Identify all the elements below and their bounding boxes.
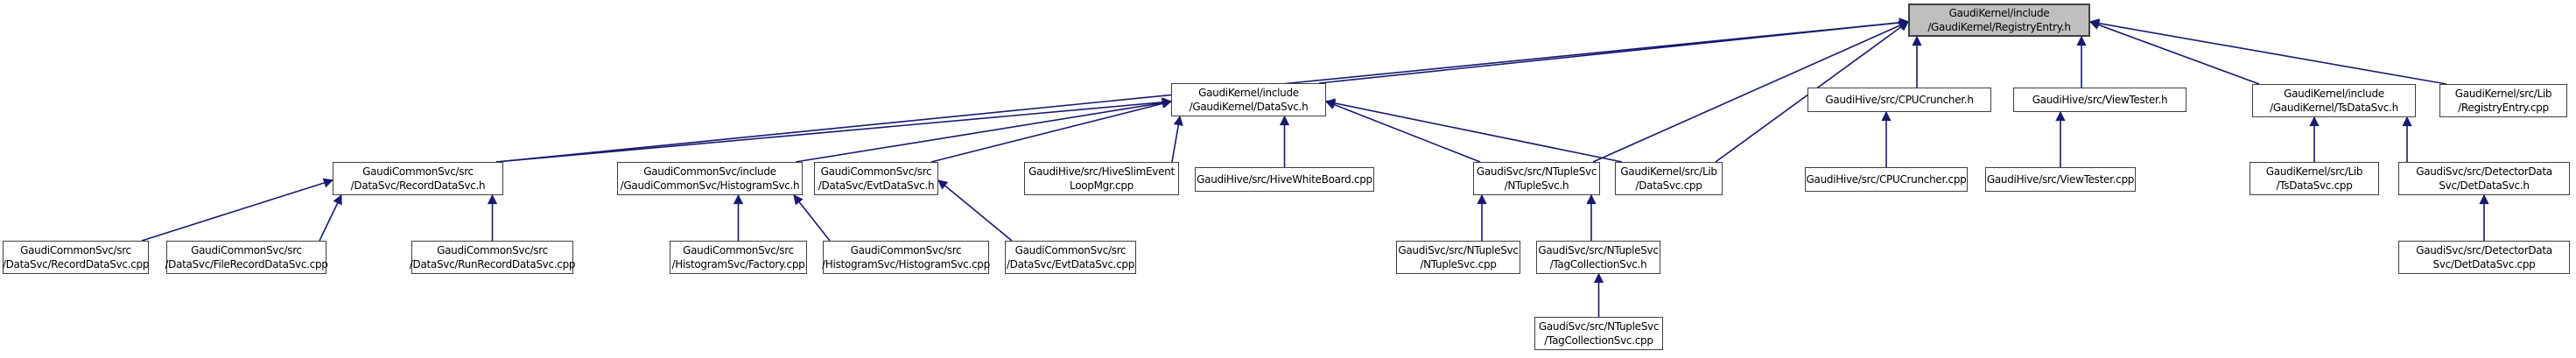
graph-node-histogramsvc_cpp[interactable]: GaudiCommonSvc/src/HistogramSvc/Histogra… [822, 241, 990, 274]
graph-node-label-line: GaudiCommonSvc/src [362, 165, 474, 178]
graph-edge-libdatasvc_cpp-datasvc_h [1324, 98, 1623, 163]
graph-edge-ntuplesvc_h-datasvc_h [1324, 100, 1481, 163]
graph-edge-hiveslim_cpp-datasvc_h [1171, 115, 1183, 163]
graph-node-label-line: GaudiKernel/include [1948, 7, 2050, 19]
graph-node-label-line: /GaudiKernel/TsDataSvc.h [2270, 102, 2398, 114]
graph-node-label-line: Svc/DetDataSvc.cpp [2432, 258, 2536, 270]
graph-node-label-line: /GaudiKernel/DataSvc.h [1189, 101, 1309, 113]
graph-node-evtdatasvc_h[interactable]: GaudiCommonSvc/src/DataSvc/EvtDataSvc.h [814, 162, 938, 195]
graph-edge-histogramsvc_cpp-histogramsvc_h [793, 194, 831, 242]
graph-node-label-line: GaudiSvc/src/NTupleSvc [1538, 320, 1660, 333]
graph-edge-recorddatasvc_h-datasvc_h [495, 97, 1173, 163]
graph-edge-tsdatasvc_h-registryentry_h [2088, 20, 2260, 85]
graph-node-label-line: GaudiCommonSvc/src [1014, 244, 1127, 256]
graph-node-label-line: /NTupleSvc.cpp [1420, 258, 1497, 270]
graph-node-cpucruncher_h[interactable]: GaudiHive/src/CPUCruncher.h [1807, 88, 1991, 112]
graph-node-label-line: /DataSvc/EvtDataSvc.cpp [1006, 258, 1135, 270]
graph-node-label-line: GaudiHive/src/ViewTester.cpp [1986, 173, 2135, 186]
graph-node-evtdatasvc_cpp[interactable]: GaudiCommonSvc/src/DataSvc/EvtDataSvc.cp… [1005, 241, 1136, 274]
graph-node-label-line: GaudiKernel/src/Lib [2454, 88, 2552, 100]
graph-node-libdatasvc_cpp[interactable]: GaudiKernel/src/Lib/DataSvc.cpp [1615, 162, 1723, 195]
graph-node-label-line: GaudiKernel/src/Lib [1620, 165, 1717, 178]
graph-node-label-line: GaudiHive/src/CPUCruncher.h [1825, 94, 1974, 106]
graph-node-label-line: GaudiKernel/include [2284, 88, 2384, 100]
graph-node-label-line: Svc/DetDataSvc.h [2439, 179, 2530, 192]
graph-node-label-line: GaudiHive/src/CPUCruncher.cpp [1806, 173, 1967, 186]
graph-node-label-line: GaudiCommonSvc/src [191, 244, 302, 256]
graph-node-registryentry_cpp[interactable]: GaudiKernel/src/Lib/RegistryEntry.cpp [2439, 84, 2567, 117]
graph-node-label-line: GaudiHive/src/HiveWhiteBoard.cpp [1197, 173, 1372, 186]
graph-node-label-line: /HistogramSvc/Factory.cpp [671, 258, 805, 270]
graph-node-tagcollection_h[interactable]: GaudiSvc/src/NTupleSvc/TagCollectionSvc.… [1536, 241, 1660, 274]
graph-node-ntuplesvc_h[interactable]: GaudiSvc/src/NTupleSvc/NTupleSvc.h [1473, 162, 1600, 195]
graph-node-label-line: GaudiSvc/src/DetectorData [2416, 244, 2552, 256]
graph-node-label-line: GaudiSvc/src/NTupleSvc [1538, 244, 1659, 256]
graph-node-label-line: /TagCollectionSvc.cpp [1544, 334, 1653, 347]
graph-node-label-line: GaudiKernel/src/Lib [2265, 165, 2363, 178]
graph-node-ntuplesvc_cpp[interactable]: GaudiSvc/src/NTupleSvc/NTupleSvc.cpp [1396, 241, 1520, 274]
graph-edge-histogramsvc_h-datasvc_h [795, 97, 1173, 163]
graph-node-label-line: GaudiSvc/src/NTupleSvc [1398, 244, 1519, 256]
graph-node-label-line: GaudiSvc/src/DetectorData [2416, 165, 2552, 178]
graph-node-label-line: /DataSvc/RecordDataSvc.cpp [2, 258, 150, 270]
graph-node-viewtester_h[interactable]: GaudiHive/src/ViewTester.h [2013, 88, 2186, 112]
graph-node-label-line: GaudiCommonSvc/src [437, 244, 548, 256]
graph-node-tagcollection_cpp[interactable]: GaudiSvc/src/NTupleSvc/TagCollectionSvc.… [1534, 317, 1663, 350]
graph-node-label-line: /NTupleSvc.h [1504, 179, 1569, 192]
graph-node-label-line: /GaudiCommonSvc/HistogramSvc.h [620, 179, 800, 192]
graph-edge-registryentry_cpp-registryentry_h [2088, 18, 2447, 85]
graph-node-tsdatasvc_cpp[interactable]: GaudiKernel/src/Lib/TsDataSvc.cpp [2250, 162, 2379, 195]
graph-node-label-line: /HistogramSvc/HistogramSvc.cpp [822, 258, 990, 270]
graph-node-factory_cpp[interactable]: GaudiCommonSvc/src/HistogramSvc/Factory.… [670, 241, 807, 274]
graph-node-label-line: /TagCollectionSvc.h [1549, 258, 1647, 270]
graph-node-label-line: /DataSvc/RecordDataSvc.h [350, 179, 486, 192]
graph-node-label-line: /DataSvc.cpp [1635, 179, 1702, 192]
graph-node-label-line: /RegistryEntry.cpp [2458, 102, 2549, 114]
graph-node-registryentry_h[interactable]: GaudiKernel/include/GaudiKernel/Registry… [1908, 4, 2090, 37]
graph-node-label-line: /DataSvc/FileRecordDataSvc.cpp [165, 258, 328, 270]
graph-node-label-line: GaudiCommonSvc/include [643, 165, 776, 178]
graph-node-label-line: GaudiKernel/include [1198, 87, 1299, 99]
graph-node-label-line: GaudiHive/src/HiveSlimEvent [1028, 165, 1175, 178]
graph-node-label-line: GaudiCommonSvc/src [850, 244, 962, 256]
graph-node-recorddatasvc_h[interactable]: GaudiCommonSvc/src/DataSvc/RecordDataSvc… [333, 162, 503, 195]
graph-edge-evtdatasvc_h-datasvc_h [930, 98, 1173, 163]
graph-edge-recorddatasvc_cpp-recorddatasvc_h [141, 178, 334, 242]
graph-edge-filerecord_cpp-recorddatasvc_h [319, 193, 342, 242]
graph-node-label-line: /TsDataSvc.cpp [2276, 179, 2353, 192]
graph-node-tsdatasvc_h[interactable]: GaudiKernel/include/GaudiKernel/TsDataSv… [2252, 84, 2416, 117]
graph-edge-ntuplesvc_h-registryentry_h [1592, 20, 1910, 163]
graph-node-cpucruncher_cpp[interactable]: GaudiHive/src/CPUCruncher.cpp [1805, 167, 1968, 192]
graph-node-label-line: /DataSvc/RunRecordDataSvc.cpp [409, 258, 576, 270]
graph-node-runrecord_cpp[interactable]: GaudiCommonSvc/src/DataSvc/RunRecordData… [409, 241, 576, 274]
graph-node-label-line: GaudiHive/src/ViewTester.h [2032, 94, 2168, 106]
graph-node-label-line: GaudiSvc/src/NTupleSvc [1476, 165, 1597, 178]
graph-node-label-line: GaudiCommonSvc/src [20, 244, 131, 256]
graph-node-label-line: GaudiCommonSvc/src [820, 165, 932, 178]
graph-node-viewtester_cpp[interactable]: GaudiHive/src/ViewTester.cpp [1985, 167, 2136, 192]
graph-node-recorddatasvc_cpp[interactable]: GaudiCommonSvc/src/DataSvc/RecordDataSvc… [3, 241, 149, 274]
graph-node-hivewhiteboard_cpp[interactable]: GaudiHive/src/HiveWhiteBoard.cpp [1195, 167, 1374, 192]
graph-edge-evtdatasvc_cpp-evtdatasvc_h [937, 179, 1013, 242]
graph-node-datasvc_h[interactable]: GaudiKernel/include/GaudiKernel/DataSvc.… [1171, 83, 1326, 116]
graph-node-label-line: GaudiCommonSvc/src [683, 244, 794, 256]
graph-node-filerecord_cpp[interactable]: GaudiCommonSvc/src/DataSvc/FileRecordDat… [165, 241, 328, 274]
graph-node-label-line: /GaudiKernel/RegistryEntry.h [1927, 21, 2071, 33]
graph-node-label-line: LoopMgr.cpp [1070, 179, 1134, 192]
graph-node-label-line: /DataSvc/EvtDataSvc.h [818, 179, 935, 192]
graph-node-histogramsvc_h[interactable]: GaudiCommonSvc/include/GaudiCommonSvc/Hi… [617, 162, 803, 195]
